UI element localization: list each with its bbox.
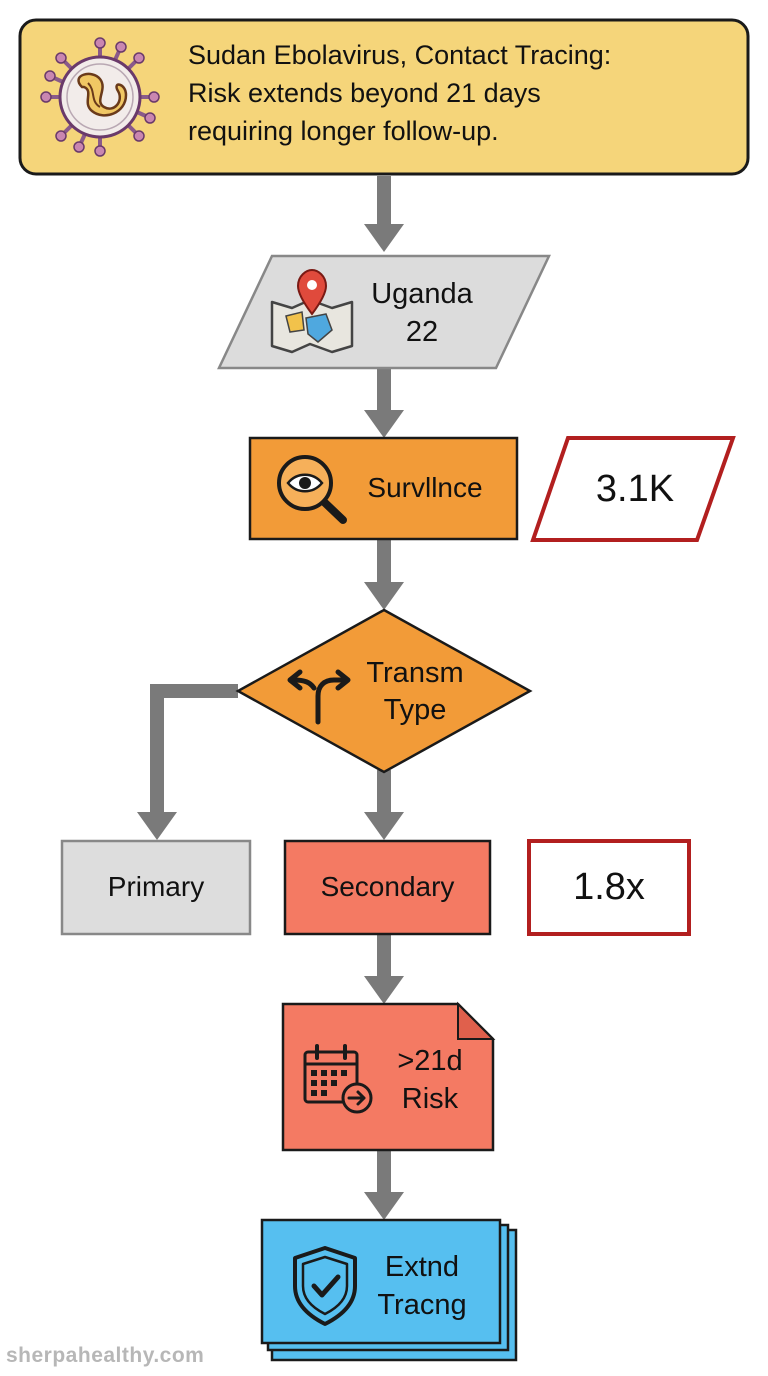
decision-line-2: Type [383,694,447,726]
secondary-label-text: Secondary [320,871,455,903]
risk-node [281,1002,495,1152]
split-arrows-icon [287,669,351,725]
location-label: Uganda 22 [352,272,492,354]
location-name: Uganda [371,278,473,310]
decision-node [235,608,533,774]
tracing-label: Extnd Tracng [362,1246,482,1326]
surveillance-value: 3.1K [560,450,710,528]
decision-label: Transm Type [345,654,485,730]
primary-node [60,839,252,936]
location-count: 22 [405,316,439,348]
primary-label-text: Primary [107,871,205,903]
secondary-label: Secondary [285,841,490,934]
secondary-value: 1.8x [529,841,689,934]
watermark: sherpahealthy.com [6,1344,205,1367]
map-pin-icon [270,268,354,354]
secondary-value-text: 1.8x [573,866,645,908]
risk-label: >21d Risk [375,1040,485,1120]
surveillance-label: Survllnce [345,460,505,516]
title-line-2: Risk extends beyond 21 days [188,78,541,108]
secondary-node [283,839,492,936]
primary-label: Primary [62,841,250,934]
shield-check-icon [293,1246,357,1326]
virus-icon [40,37,160,157]
tracing-line-1: Extnd [384,1251,460,1283]
surveillance-label-text: Survllnce [367,471,483,503]
surveillance-value-text: 3.1K [595,467,675,510]
calendar-arrow-icon [303,1044,373,1114]
decision-line-1: Transm [366,657,464,689]
surveillance-value-node [530,436,736,542]
risk-line-1: >21d [397,1045,463,1077]
magnifier-eye-icon [277,455,347,524]
title-line-1: Sudan Ebolavirus, Contact Tracing: [188,40,612,70]
title-line-3: requiring longer follow-up. [188,116,499,146]
title-text: Sudan Ebolavirus, Contact Tracing: Risk … [188,36,733,150]
risk-line-2: Risk [401,1083,459,1115]
tracing-line-2: Tracng [377,1289,467,1321]
risk-node-fold [457,1001,496,1040]
title-box [18,18,750,176]
secondary-value-node [527,839,691,936]
connectors [137,176,404,1220]
